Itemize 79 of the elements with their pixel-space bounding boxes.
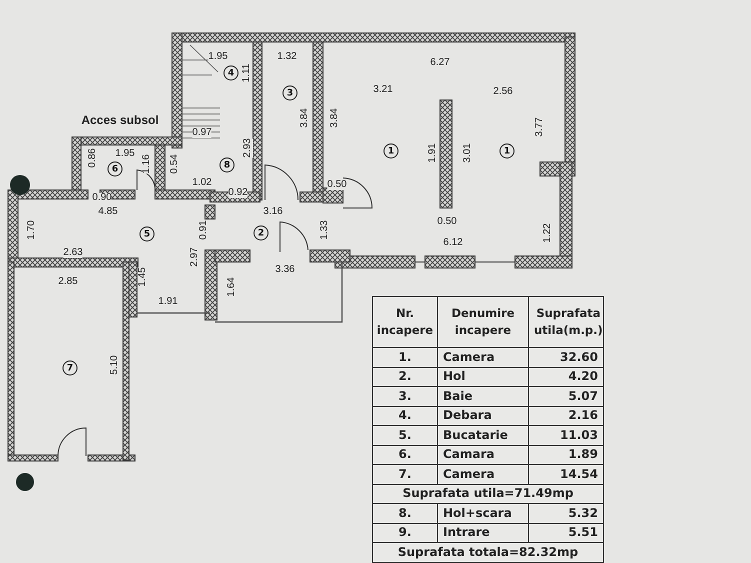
dimension-label: 0.86 [88, 148, 98, 168]
dimension-label: 3.84 [330, 108, 340, 128]
dimension-label: 0.54 [170, 154, 180, 174]
dimension-label: 3.77 [535, 117, 545, 137]
table-cell-text: Camera [443, 348, 495, 366]
dimension-label: 1.22 [543, 223, 553, 243]
dimension-label: 2.56 [493, 87, 513, 97]
dimension-label: 2.93 [243, 138, 253, 158]
dimension-label: 1.64 [227, 277, 237, 297]
dimension-label: 0.50 [327, 180, 347, 190]
table-cell-text: 1. [398, 348, 412, 366]
area-label: Acces subsol [81, 114, 159, 126]
room-number: 1 [500, 144, 514, 158]
table-cell-text: Baie [443, 388, 472, 405]
table-cell-text: Intrare [443, 524, 490, 542]
dimension-label: 1.11 [242, 64, 252, 82]
table-cell-text: 4.20 [568, 368, 598, 386]
dimension-label: 5.10 [110, 355, 120, 375]
dimension-label: 0.90 [92, 193, 112, 203]
room-number: 2 [254, 226, 268, 240]
table-cell-text: 5.07 [568, 388, 598, 405]
dimension-label: 3.84 [300, 108, 310, 128]
table-cell-text: 7. [398, 466, 412, 483]
room-number: 4 [224, 66, 238, 80]
room-number: 5 [140, 226, 154, 242]
dimension-label: 2.63 [63, 248, 83, 258]
dimension-label: 3.21 [373, 85, 393, 95]
table-cell-text: 1.89 [568, 446, 598, 464]
dimension-label: 1.91 [158, 297, 178, 307]
table-cell-text: 11.03 [560, 426, 598, 444]
table-cell-text: 2.16 [568, 407, 598, 424]
dimension-label: 1.95 [208, 52, 228, 62]
dimension-label: 4.85 [98, 207, 118, 217]
table-cell-text: 2. [398, 368, 412, 386]
table-cell-text: 5. [398, 426, 412, 444]
dimension-label: 0.91 [199, 220, 209, 240]
table-cell-text: 6. [398, 446, 412, 464]
room-number: 8 [220, 158, 234, 172]
dimension-label: 6.12 [443, 238, 463, 248]
table-cell-text: Debara [443, 407, 492, 424]
dimension-label: 1.16 [142, 154, 152, 174]
table-cell-text: 14.54 [560, 466, 598, 483]
room-number: 1 [384, 144, 398, 158]
room-number: 6 [108, 162, 122, 176]
table-cell-text: Hol [443, 368, 466, 386]
dimension-label: 3.01 [463, 143, 473, 163]
table-cell-text: 32.60 [560, 348, 598, 366]
dimension-label: 1.45 [138, 267, 148, 287]
dimension-label: 3.36 [275, 265, 295, 275]
dimension-label: 0.92 [228, 188, 248, 198]
dimension-label: 3.16 [263, 207, 283, 217]
table-cell-text: 4. [398, 407, 412, 424]
column-header: Suprafata utila(m.p.) [534, 305, 603, 339]
table-cell-text: 9. [398, 524, 412, 542]
dimension-label: 1.70 [27, 220, 37, 240]
dimension-label: 1.91 [428, 143, 438, 163]
dimension-label: 2.85 [58, 277, 78, 287]
table-cell-text: 5.51 [568, 524, 598, 542]
column-header: Denumire incapere [450, 305, 516, 339]
dimension-label: 1.33 [320, 220, 330, 240]
table-cell-text: 8. [398, 504, 412, 522]
table-cell-text: Camara [443, 446, 495, 464]
room-number: 7 [62, 360, 78, 376]
table-cell-text: 3. [398, 388, 412, 405]
table-cell-text: Hol+scara [443, 504, 512, 522]
dimension-label: 0.97 [192, 128, 212, 138]
dimension-label: 0.50 [437, 217, 457, 227]
table-cell-text: 5.32 [568, 504, 598, 522]
table-cell-text: Camera [443, 466, 495, 483]
dimension-label: 1.95 [115, 149, 135, 159]
room-number: 3 [282, 86, 298, 100]
total-text: Suprafata totala=82.32mp [398, 544, 578, 561]
dimension-label: 2.97 [190, 247, 200, 267]
dimension-label: 1.02 [192, 178, 212, 188]
dimension-label: 6.27 [430, 58, 450, 68]
column-header: Nr. incapere [376, 305, 434, 339]
total-text: Suprafata utila=71.49mp [402, 485, 574, 502]
table-cell-text: Bucatarie [443, 426, 508, 444]
dimension-label: 1.32 [277, 52, 297, 62]
